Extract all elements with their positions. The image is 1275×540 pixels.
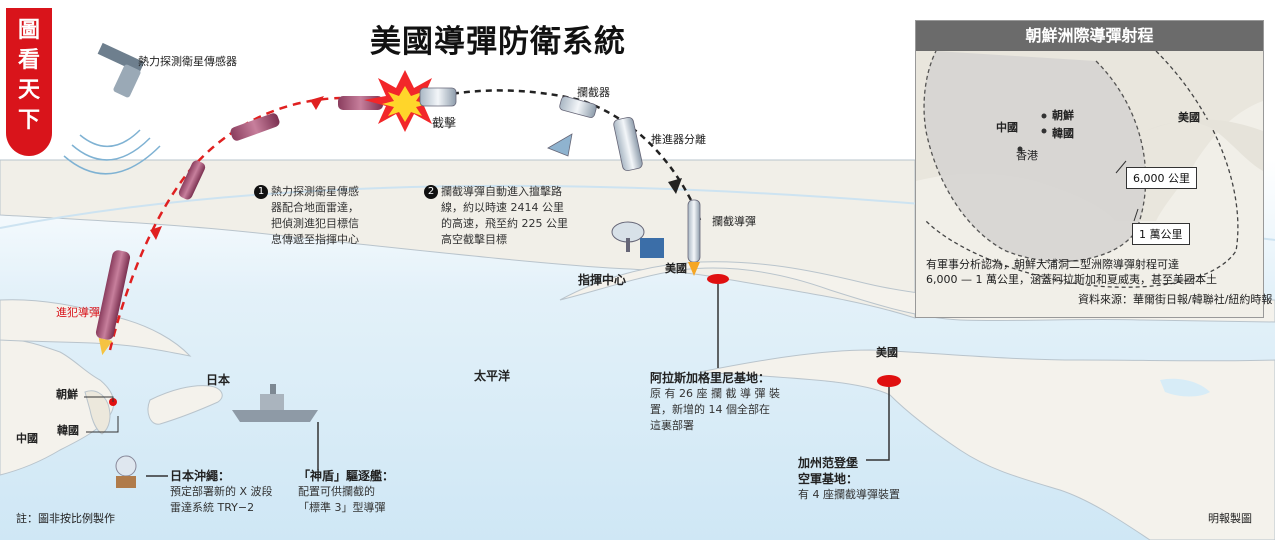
footnote: 註：圖非按比例製作 [16,512,115,525]
aegis-name: 「神盾」驅逐艦： [298,469,395,483]
attacking-missile [95,96,383,356]
usa-north-label: 美國 [665,262,687,275]
pacific-label: 太平洋 [474,369,511,383]
booster-separation-label: 推進器分離 [651,133,706,146]
step-2-text: 線，約以時速 2414 公里 [441,201,564,214]
step-1-number: 1 [254,185,268,199]
interceptor-label: 攔截器 [577,86,610,99]
alaska-base-callout: 阿拉斯加格里尼基地： 原 有 26 座 攔 截 導 彈 裝 置，新增的 14 個… [650,370,780,434]
inset-usa-label: 美國 [1178,111,1200,124]
california-base-desc: 有 4 座攔截導彈裝置 [798,488,900,502]
inset-note-line: 有軍事分析認為，朝鮮大浦洞二型洲際導彈射程可達 [926,258,1179,271]
california-base-callout: 加州范登堡 空軍基地： 有 4 座攔截導彈裝置 [798,455,900,503]
destroyer-graphic [232,384,318,422]
range-10000-label: 1 萬公里 [1132,223,1190,245]
badge-char: 天 [17,78,40,103]
okinawa-radar-graphic [115,455,137,488]
step-1-text: 把偵測進犯目標信 [271,217,359,230]
range-inset: 朝鮮洲際導彈射程 中國 朝鮮 韓國 香港 美國 6,000 公里 1 萬公里 有… [915,20,1272,318]
china-label: 中國 [16,432,38,445]
alaska-base-name: 阿拉斯加格里尼基地： [650,371,771,385]
okinawa-name: 日本沖繩： [170,469,231,483]
step-1-text: 熱力探測衛星傳感 [271,185,359,198]
attacking-missile-label: 進犯導彈 [56,306,100,319]
nk-leader [84,396,114,402]
explosion-graphic [364,70,446,132]
california-base-marker [877,375,901,387]
satellite-graphic [63,42,161,175]
command-center-graphic [611,221,664,258]
badge-char: 圖 [17,18,40,43]
section-badge: 圖 看 天 下 [6,8,52,156]
badge-char: 看 [17,48,40,73]
california-leader [866,387,890,461]
inset-china-label: 中國 [996,121,1018,134]
north-america [699,349,1275,540]
step-2-number: 2 [424,185,438,199]
interceptor-arrow [668,178,682,194]
inset-hongkong-label: 香港 [1016,149,1038,162]
aegis-callout: 「神盾」驅逐艦： 配置可供攔截的 「標準 3」型導彈 [298,468,394,516]
alaska-base-desc: 置，新增的 14 個全部在 [650,403,770,417]
trajectory-arrow-2 [310,96,324,110]
interceptor-missile-label: 攔截導彈 [712,215,756,228]
interceptor-graphics [419,87,701,276]
okinawa-callout: 日本沖繩： 預定部署新的 X 波段 雷達系統 TRY−2 [170,468,273,516]
inset-note: 有軍事分析認為，朝鮮大浦洞二型洲際導彈射程可達 6,000 — 1 萬公里，涵蓋… [926,257,1217,287]
alaska-base-marker [707,274,729,284]
okinawa-desc: 雷達系統 TRY−2 [170,501,255,515]
interceptor-trajectory [439,89,702,221]
satellite-label: 熱力探測衛星傳感器 [138,55,237,68]
aegis-desc: 配置可供攔截的 [298,485,375,499]
step-2-text: 高空截擊目標 [441,233,507,246]
badge-char: 下 [17,108,40,133]
japan [147,385,223,425]
inset-note-line: 6,000 — 1 萬公里，涵蓋阿拉斯加和夏威夷，甚至美國本土 [926,273,1217,286]
aegis-desc: 「標準 3」型導彈 [298,501,386,515]
step-1-text: 器配合地面雷達， [271,201,359,214]
north-landmass [0,159,916,319]
range-6000-label: 6,000 公里 [1126,167,1197,189]
inset-north-korea-label: 朝鮮 [1052,109,1074,122]
california-base-name: 空軍基地： [798,472,859,487]
south-korea-label: 韓國 [57,424,79,437]
page-title: 美國導彈防衛系統 [370,24,626,60]
step-2-text: 攔截導彈自動進入擅擊路 [441,185,562,198]
alaska-base-desc: 這裏部署 [650,419,694,433]
command-center-label: 指揮中心 [578,273,627,287]
intercept-label: 截擊 [432,116,457,130]
okinawa-desc: 預定部署新的 X 波段 [170,485,273,499]
siberia [0,299,192,357]
alaska-base-desc: 原 有 26 座 攔 截 導 彈 裝 [650,387,780,401]
usa-south-label: 美國 [876,346,898,359]
step-1-text: 息傳遞至指揮中心 [271,233,359,246]
north-korea-label: 朝鮮 [56,388,78,401]
korea-peninsula [84,390,111,435]
inset-source: 資料來源：華爾街日報/韓聯社/紐約時報 [1078,293,1273,306]
japan-label: 日本 [206,373,231,387]
range-inset-title: 朝鮮洲際導彈射程 [916,21,1263,51]
sk-leader [86,416,119,433]
inset-south-korea-label: 韓國 [1052,127,1074,140]
step-2-text: 的高速，飛至約 225 公里 [441,217,568,230]
credit: 明報製圖 [1208,512,1252,525]
trajectory-arrow-1 [150,226,162,240]
california-base-name: 加州范登堡 [798,456,859,470]
lake [1160,378,1210,397]
